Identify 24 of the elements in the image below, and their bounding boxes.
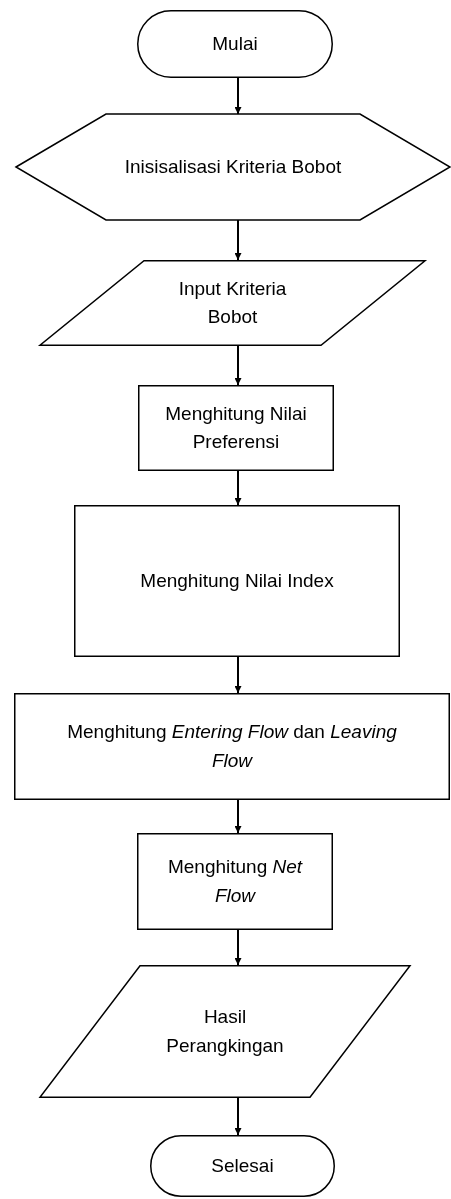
node-label: Menghitung Net Flow	[167, 855, 303, 908]
process-box	[138, 385, 334, 471]
arrow	[234, 799, 242, 834]
arrow	[234, 77, 242, 115]
process-box	[74, 505, 400, 657]
arrow	[234, 219, 242, 261]
input-output-parallelogram	[40, 965, 410, 1098]
node-label: Mulai	[212, 31, 258, 56]
node-label: Menghitung Nilai Preferensi	[164, 401, 308, 454]
node-label: Selesai	[211, 1153, 274, 1178]
node-label: Input Kriteria Bobot	[177, 276, 288, 329]
process-box	[14, 693, 450, 800]
process-box	[137, 833, 333, 930]
arrow	[234, 1097, 242, 1136]
input-output-parallelogram	[40, 260, 425, 346]
node-label: Hasil Perangkingan	[165, 1005, 285, 1058]
node-label: Menghitung Nilai Index	[140, 568, 334, 593]
arrow	[234, 345, 242, 386]
arrow	[234, 656, 242, 694]
preparation-hexagon	[16, 114, 450, 220]
arrow	[234, 470, 242, 506]
node-label: Inisisalisasi Kriteria Bobot	[124, 154, 342, 179]
node-label: Menghitung Entering Flow dan Leaving Flow	[66, 720, 398, 773]
arrow	[234, 929, 242, 966]
